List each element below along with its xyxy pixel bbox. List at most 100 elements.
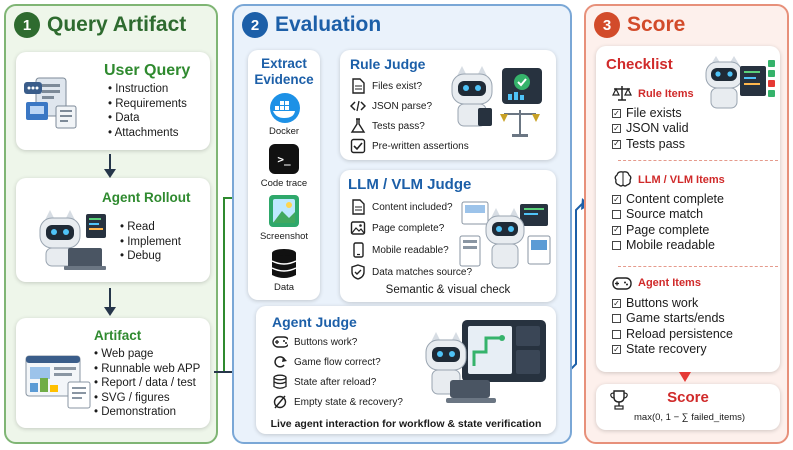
list-item: Debug (120, 249, 181, 264)
list-item: Read (120, 220, 181, 235)
user-query-list: Instruction Requirements Data Attachment… (108, 82, 187, 140)
list-item: Demonstration (94, 405, 200, 420)
llm-check-row: Content included? (350, 199, 453, 215)
checklist-item-label: JSON valid (626, 121, 689, 136)
checkbox-empty-icon (612, 329, 621, 339)
checkbox-checked-icon: ✓ (612, 108, 621, 119)
gamepad-icon (612, 277, 632, 290)
robot-gaming-illustration (425, 320, 546, 403)
agent-judge-caption: Live agent interaction for workflow & st… (270, 418, 542, 430)
checklist-item-label: Game starts/ends (626, 311, 725, 326)
step-number-badge: 2 (242, 12, 268, 38)
score-formula: max(0, 1 − ∑ failed_items) (634, 412, 746, 423)
robot-screens-illustration (459, 201, 551, 269)
llm-vlm-judge-card: LLM / VLM Judge Content included? Page c… (340, 170, 556, 302)
shield-check-icon (351, 264, 365, 280)
agent-items-title: Agent Items (638, 277, 701, 289)
section-divider (618, 160, 778, 161)
agent-check-row: Buttons work? (272, 334, 357, 350)
brain-icon (614, 171, 632, 187)
agent-judge-title: Agent Judge (272, 314, 357, 330)
user-query-card: User Query Instruction Requirements Data… (16, 52, 210, 150)
screenshot-icon (269, 195, 299, 227)
rule-check-row: Pre-written assertions (350, 138, 469, 154)
user-query-title: User Query (104, 62, 191, 79)
llm-check-row: Mobile readable? (350, 242, 449, 258)
agent-check-row: Empty state & recovery? (272, 394, 403, 410)
checklist-item-label: Source match (626, 207, 704, 222)
database-icon (273, 374, 287, 389)
list-item: Runnable web APP (94, 362, 200, 377)
terminal-icon: >_ (269, 144, 299, 174)
llm-check-label: Page complete? (372, 222, 445, 234)
title-line: Evidence (254, 72, 314, 87)
file-icon (352, 78, 365, 94)
flask-icon (350, 118, 366, 133)
checklist-item-label: Buttons work (626, 296, 699, 310)
llm-judge-title: LLM / VLM Judge (348, 176, 472, 193)
evidence-label-data: Data (273, 282, 295, 293)
refresh-icon (274, 356, 287, 368)
step-number-badge: 1 (14, 12, 40, 38)
checklist-item-label: Content complete (626, 192, 724, 206)
evidence-label-screenshot: Screenshot (259, 231, 309, 242)
rule-items-list: ✓File exists✓JSON valid✓Tests pass (612, 106, 689, 152)
checkbox-checked-icon (350, 138, 366, 154)
agent-rollout-title: Agent Rollout (102, 190, 191, 205)
list-item: Requirements (108, 97, 187, 112)
trophy-icon (610, 390, 628, 410)
webpage-artifact-icon (25, 355, 91, 409)
list-item: SVG / figures (94, 391, 200, 406)
llm-items-title: LLM / VLM Items (638, 174, 725, 186)
documents-icon (24, 77, 77, 129)
artifact-card: Artifact Web page Runnable web APP Repor… (16, 318, 210, 428)
list-item: Implement (120, 235, 181, 250)
image-icon (350, 221, 366, 235)
agent-check-label: Game flow correct? (294, 356, 381, 368)
checklist-item: Reload persistence (612, 327, 733, 342)
checklist-item-label: Tests pass (626, 136, 686, 151)
checklist-item: ✓Content complete (612, 192, 724, 207)
rule-check-label: Pre-written assertions (372, 140, 469, 152)
checklist-item-label: Reload persistence (626, 326, 734, 341)
step-number-badge: 3 (594, 12, 620, 38)
evidence-label-code-trace: Code trace (260, 178, 308, 189)
empty-set-icon (273, 395, 287, 409)
llm-check-row: Page complete? (350, 220, 444, 236)
list-item: Instruction (108, 82, 187, 97)
agent-check-row: Game flow correct? (272, 354, 381, 370)
artifact-title: Artifact (94, 328, 142, 343)
balance-scale-icon (612, 86, 632, 101)
rule-judge-title: Rule Judge (350, 56, 426, 72)
checkbox-empty-icon (612, 241, 621, 251)
robot-judge-illustration (451, 66, 542, 137)
extract-evidence-card: Extract Evidence Docker >_ Code trace Sc… (248, 50, 320, 300)
panel-header: 1 Query Artifact (14, 12, 186, 38)
section-divider (618, 266, 778, 267)
llm-check-label: Content included? (372, 201, 453, 213)
checklist-item-label: Mobile readable (626, 237, 715, 252)
agent-judge-card: Agent Judge Buttons work? Game flow corr… (256, 306, 556, 434)
llm-judge-caption: Semantic & visual check (385, 284, 511, 296)
title-line: Extract (261, 56, 307, 71)
checklist-item: ✓File exists (612, 106, 689, 121)
checklist-item-label: Page complete (626, 222, 710, 237)
agent-check-row: State after reload? (272, 374, 376, 390)
checklist-item: ✓Tests pass (612, 137, 689, 152)
panel-title: Query Artifact (47, 13, 187, 36)
database-icon (271, 249, 297, 278)
score-panel: 3 Score Checklist Rule Items ✓File e (584, 4, 789, 444)
checklist-item: ✓JSON valid (612, 121, 689, 136)
checkbox-checked-icon: ✓ (612, 225, 621, 235)
checkbox-checked-icon: ✓ (612, 344, 621, 355)
checklist-item-label: State recovery (626, 341, 707, 356)
panel-title: Score (627, 13, 686, 36)
llm-check-label: Data matches source? (372, 266, 473, 278)
checklist-item: Game starts/ends (612, 311, 733, 326)
evidence-label-docker: Docker (268, 126, 300, 137)
panel-title: Evaluation (275, 13, 382, 36)
list-item: Data (108, 111, 187, 126)
rule-check-label: Files exist? (372, 80, 423, 92)
checkbox-empty-icon (612, 210, 621, 220)
